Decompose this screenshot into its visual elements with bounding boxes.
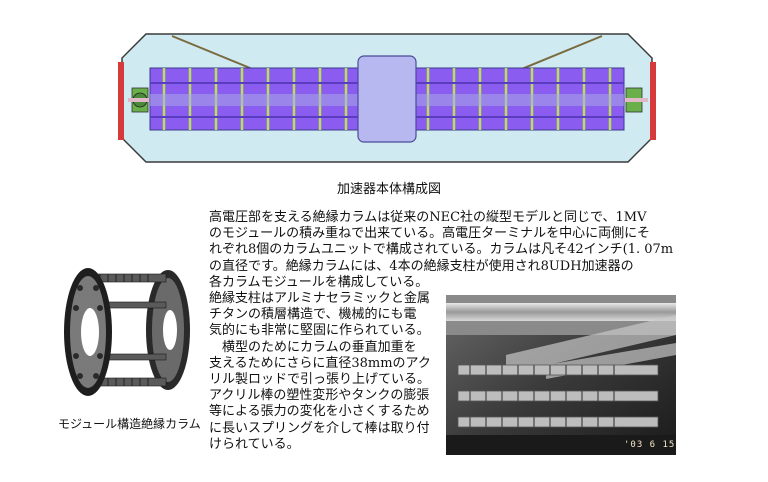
text-line: のモジュールの積み重ねで出来ている。高電圧ターミナルを中心に両側にそ — [209, 226, 650, 242]
text-line: 支えるためにさらに直径38mmのアク — [209, 355, 431, 371]
column-interior-photo: '03 6 15 — [446, 295, 676, 455]
description-text: 高電圧部を支える絶縁カラムは従来のNEC社の縦型モデルと同じで、1MV のモジュ… — [209, 210, 674, 453]
column-interior-image — [446, 295, 676, 455]
diagram-caption: 加速器本体構成図 — [337, 182, 442, 197]
text-line: けられている。 — [209, 436, 300, 452]
text-line: アクリル棒の塑性変形やタンクの膨張 — [209, 388, 430, 404]
text-line: 高電圧部を支える絶縁カラムは従来のNEC社の縦型モデルと同じで、1MV — [209, 210, 647, 225]
text-line: 横型のためにカラムの垂直加重を — [222, 339, 417, 355]
column-units-left — [149, 67, 359, 131]
accelerator-diagram — [118, 33, 656, 163]
end-plate-right — [650, 62, 656, 140]
text-line: れぞれ8個のカラムユニットで構成されている。カラムは凡そ42インチ(1. 07m — [209, 242, 674, 258]
column-module-photo — [64, 268, 190, 396]
text-line: 気的にも非常に堅固に作られている。 — [209, 323, 430, 339]
text-line: チタンの積層構造で、機械的にも電 — [209, 307, 417, 323]
column-units-right — [415, 67, 625, 131]
high-voltage-terminal — [357, 55, 417, 143]
text-line: 絶縁支柱はアルミナセラミックと金属 — [209, 291, 430, 307]
text-line: に長いスプリングを介して棒は取り付 — [209, 420, 430, 436]
text-line: の直径です。絶縁カラムには、4本の絶縁支柱が使用され8UDH加速器の — [209, 258, 634, 274]
photo-datestamp: '03 6 15 — [624, 440, 676, 450]
text-line: リル製ロッドで引っ張り上げている。 — [209, 372, 431, 388]
text-line: 等による張力の変化を小さくするため — [209, 404, 430, 420]
module-photo-caption: モジュール構造絶縁カラム — [58, 417, 201, 431]
end-plate-left — [118, 62, 124, 140]
text-line: 各カラムモジュールを構成している。 — [209, 274, 429, 290]
